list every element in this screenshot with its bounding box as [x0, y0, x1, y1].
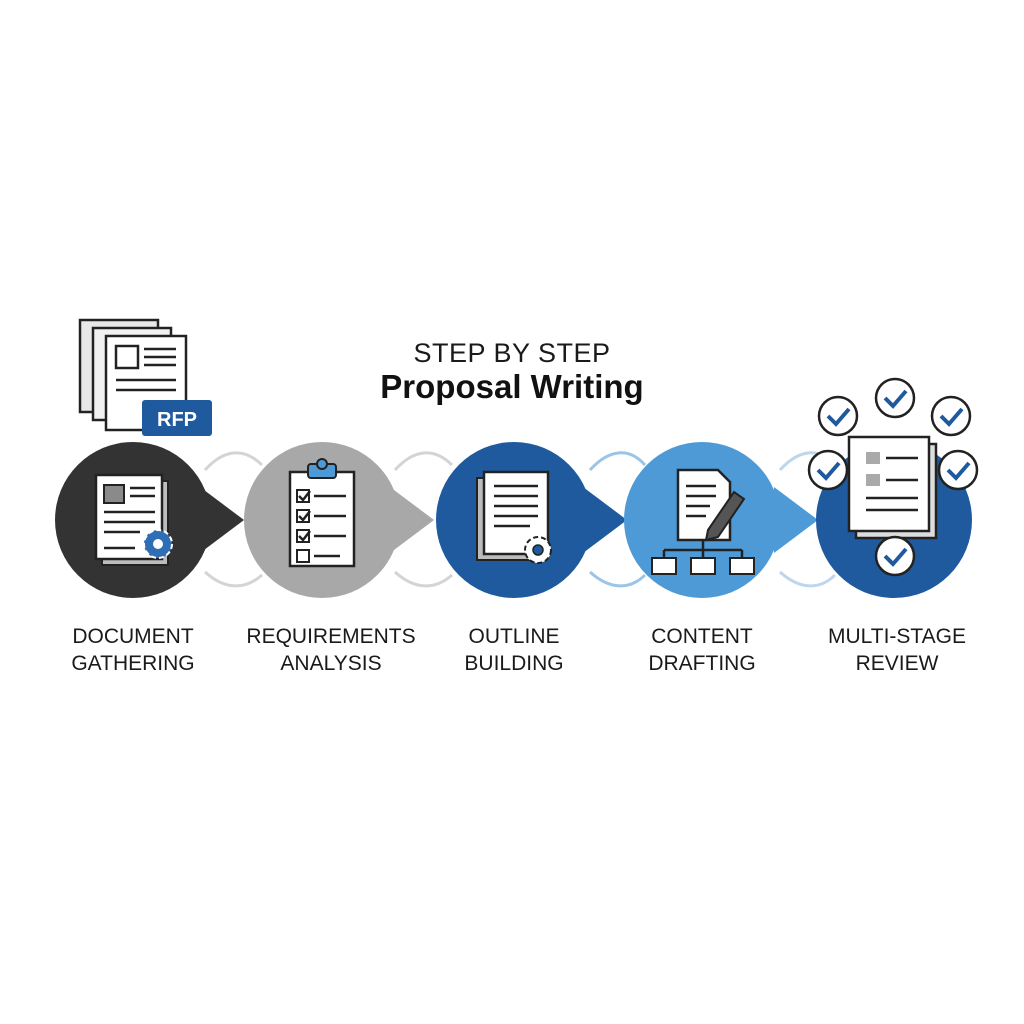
- step-label-line: GATHERING: [71, 652, 195, 675]
- rfp-document-stack: RFP: [78, 318, 212, 436]
- step-3-arrow: [583, 487, 627, 553]
- document-settings-icon: [476, 470, 552, 564]
- step-label-line: BUILDING: [464, 652, 564, 675]
- check-badge-icon: [874, 535, 916, 577]
- step-2-arrow: [390, 487, 434, 553]
- step-label-document-gathering: DOCUMENT GATHERING: [38, 623, 228, 677]
- step-multi-stage-review: [807, 377, 979, 598]
- check-badge-icon: [930, 395, 972, 437]
- step-content-drafting: [624, 442, 818, 598]
- document-gear-icon: [94, 473, 173, 566]
- step-requirements-analysis: [244, 442, 434, 598]
- step-label-line: REQUIREMENTS: [246, 625, 416, 648]
- step-label-requirements-analysis: REQUIREMENTS ANALYSIS: [236, 623, 426, 677]
- check-badge-icon: [937, 449, 979, 491]
- clipboard-checklist-icon: [288, 458, 356, 568]
- step-label-line: DOCUMENT: [72, 625, 194, 648]
- review-check-badges: [807, 377, 979, 577]
- step-label-line: ANALYSIS: [280, 652, 382, 675]
- connector-1-2: [203, 451, 264, 588]
- step-document-gathering: [55, 442, 244, 598]
- step-label-multi-stage-review: MULTI-STAGE REVIEW: [802, 623, 992, 677]
- step-label-line: CONTENT: [651, 625, 753, 648]
- step-4-arrow: [774, 487, 818, 553]
- diagram-title: Proposal Writing: [380, 368, 644, 405]
- rfp-badge: [142, 400, 212, 436]
- review-document-icon: [847, 435, 938, 540]
- check-badge-icon: [817, 395, 859, 437]
- connector-2-3: [393, 451, 454, 588]
- rfp-badge-text: RFP: [157, 409, 197, 431]
- draft-pen-icon: [651, 468, 755, 575]
- diagram-subtitle: STEP BY STEP: [413, 338, 611, 368]
- step-label-line: MULTI-STAGE: [827, 625, 967, 648]
- step-1-arrow: [200, 487, 244, 553]
- connector-3-4: [588, 451, 647, 588]
- check-badge-icon: [807, 449, 849, 491]
- step-label-outline-building: OUTLINE BUILDING: [419, 623, 609, 677]
- step-label-line: DRAFTING: [648, 652, 756, 675]
- step-outline-building: [436, 442, 627, 598]
- check-badge-icon: [874, 377, 916, 419]
- step-label-line: OUTLINE: [468, 625, 560, 648]
- step-label-content-drafting: CONTENT DRAFTING: [607, 623, 797, 677]
- step-label-line: REVIEW: [855, 652, 939, 675]
